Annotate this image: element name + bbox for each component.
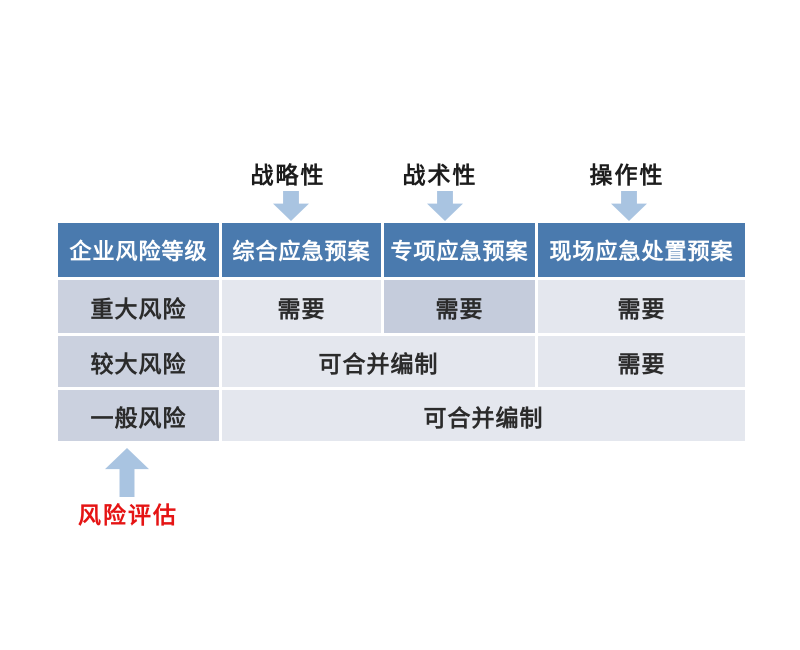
table-header-onsite-plan: 现场应急处置预案 (538, 223, 745, 277)
table-cell: 需要 (538, 280, 745, 333)
row-label-major-risk: 重大风险 (58, 280, 219, 333)
plan-type-label-strategic: 战略性 (250, 163, 326, 188)
table-header-comprehensive-plan: 综合应急预案 (222, 223, 381, 277)
arrow-down-icon (427, 191, 463, 221)
arrow-up-icon (105, 448, 149, 497)
plan-type-label-tactical: 战术性 (402, 163, 478, 188)
arrow-down-icon (611, 191, 647, 221)
table-header-risk-level: 企业风险等级 (58, 223, 219, 277)
table-cell: 需要 (222, 280, 381, 333)
table-cell-highlighted: 需要 (384, 280, 535, 333)
row-label-general-risk: 一般风险 (58, 390, 219, 441)
table-cell: 需要 (538, 336, 745, 387)
table-cell-merged: 可合并编制 (222, 390, 745, 441)
row-label-larger-risk: 较大风险 (58, 336, 219, 387)
risk-assessment-label: 风险评估 (78, 503, 178, 528)
risk-plan-table: 企业风险等级 综合应急预案 专项应急预案 现场应急处置预案 重大风险 需要 需要… (58, 223, 745, 441)
table-cell-merged: 可合并编制 (222, 336, 535, 387)
table-header-special-plan: 专项应急预案 (384, 223, 535, 277)
plan-type-label-operational: 操作性 (589, 163, 665, 188)
arrow-down-icon (273, 191, 309, 221)
